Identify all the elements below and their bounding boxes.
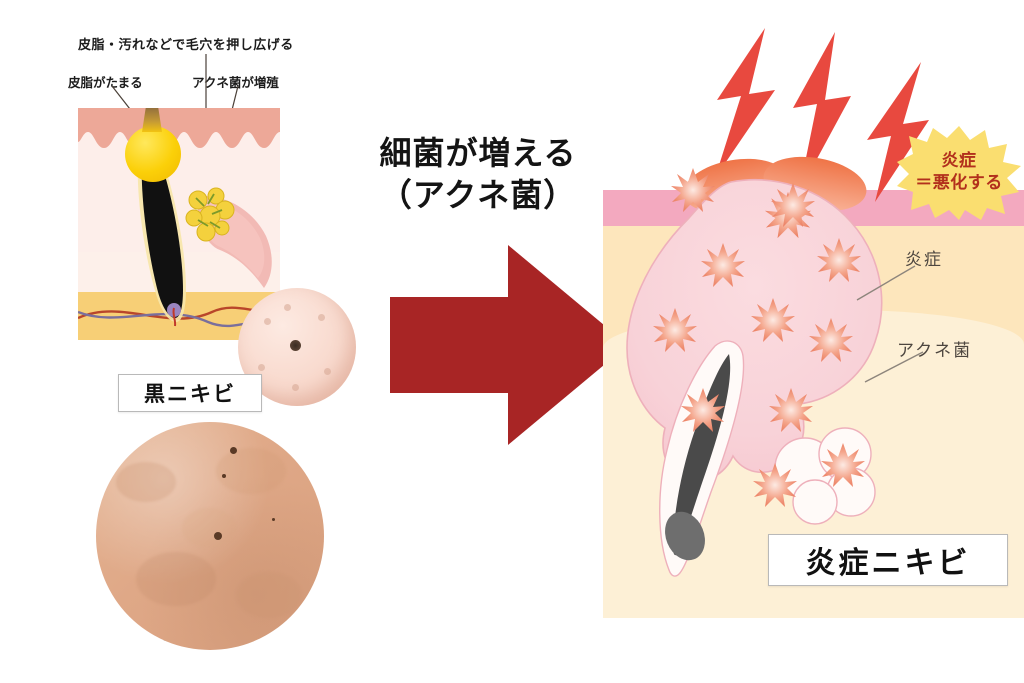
pore-speck xyxy=(284,304,291,311)
right-panel-inflamed-acne xyxy=(603,10,1024,618)
burst-text-block: 炎症 ＝悪化する xyxy=(895,124,1023,220)
transition-line2: （アクネ菌） xyxy=(379,177,577,214)
lightning-bolt-icon xyxy=(793,32,851,192)
sebum-plug xyxy=(125,126,181,182)
left-panel-blackhead: 皮脂・汚れなどで毛穴を押し広げる 皮脂がたまる アクネ菌が増殖 xyxy=(0,0,380,683)
transition-text: 細菌が増える （アクネ菌） xyxy=(360,132,596,216)
pore-speck xyxy=(318,314,325,321)
hair-follicle-dark xyxy=(659,340,745,577)
burst-line1: 炎症 xyxy=(941,150,977,170)
lightning-bolt-icon xyxy=(715,28,775,178)
blackhead-dot xyxy=(290,340,301,351)
dirt-plug-top xyxy=(142,108,162,132)
acne-bacteria-cluster xyxy=(185,187,235,242)
label-box-inflamed-acne: 炎症ニキビ xyxy=(768,534,1008,586)
right-arrow-icon xyxy=(390,245,628,445)
lightning-bolt-icon xyxy=(867,62,929,202)
skin-cross-section xyxy=(78,108,280,340)
pore-speck xyxy=(258,364,265,371)
skin-photo-blackheads xyxy=(96,422,324,650)
inflammation-burst-badge: 炎症 ＝悪化する xyxy=(895,124,1023,220)
hair-follicle-plug xyxy=(137,156,186,327)
label-box-blackhead: 黒ニキビ xyxy=(118,374,262,412)
pore-speck xyxy=(324,368,331,375)
pore-speck xyxy=(264,318,271,325)
pore-speck xyxy=(292,384,299,391)
side-label-inflammation: 炎症 xyxy=(905,250,943,269)
transition-line1: 細菌が増える xyxy=(379,135,577,171)
starburst-shape xyxy=(897,126,1021,220)
annotation-bacteria-multiply: アクネ菌が増殖 xyxy=(192,76,279,90)
side-label-acne-bacteria: アクネ菌 xyxy=(897,341,973,360)
annotation-pore-widen: 皮脂・汚れなどで毛穴を押し広げる xyxy=(78,37,294,52)
annotation-sebum-accumulates: 皮脂がたまる xyxy=(68,76,143,90)
burst-line2: ＝悪化する xyxy=(915,173,1003,192)
side-leader-lines xyxy=(856,265,924,383)
